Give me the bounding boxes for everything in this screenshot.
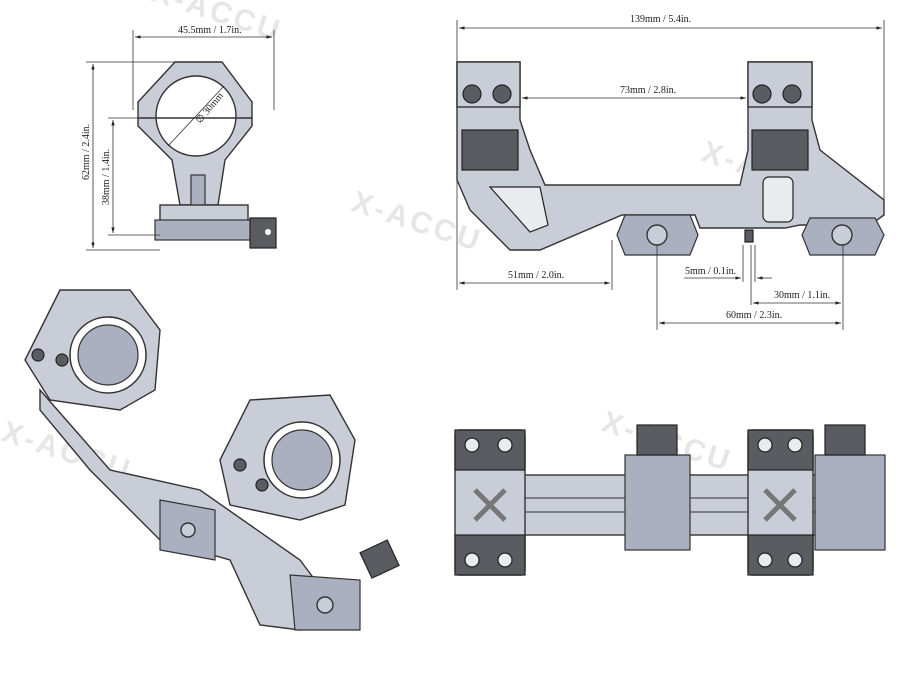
center-height-label: 38mm / 1.4in. <box>101 149 112 205</box>
length-label: 139mm / 5.4in. <box>630 14 691 25</box>
width-label: 45.5mm / 1.7in. <box>178 25 242 36</box>
watermarks: X-ACCU X-ACCU X-ACCU X-ACCU X-ACCU <box>0 0 836 488</box>
bottom-view <box>454 424 886 576</box>
height-label: 62mm / 2.4in. <box>81 124 92 180</box>
clamp-label: 30mm / 1.1in. <box>774 290 830 301</box>
front-view: ∅ 30mm 45.5mm / 1.7in. 62mm / 2.4in. 38m… <box>81 25 277 251</box>
lug-label: 5mm / 0.1in. <box>685 266 736 277</box>
isometric-view <box>24 289 400 631</box>
side-view: 139mm / 5.4in. 73mm / 2.8in. 51mm / 2.0i… <box>456 14 885 330</box>
clamp-spacing-label: 60mm / 2.3in. <box>726 310 782 321</box>
offset-label: 51mm / 2.0in. <box>508 270 564 281</box>
ring-spacing-label: 73mm / 2.8in. <box>620 85 676 96</box>
